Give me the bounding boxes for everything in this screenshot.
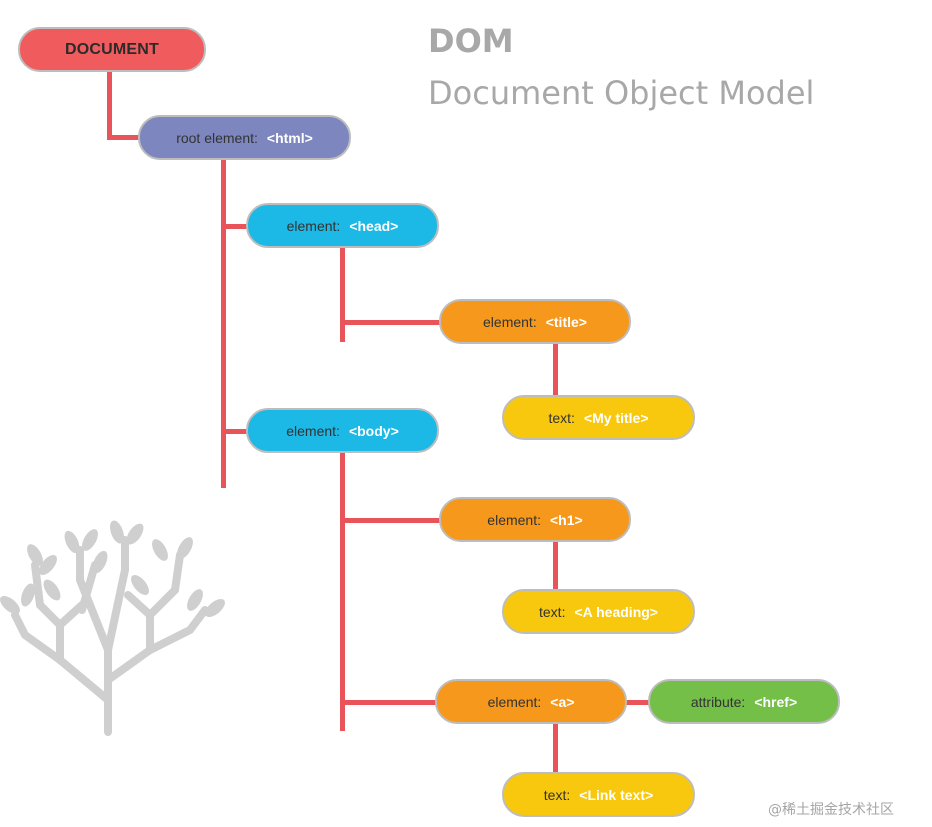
connector-head-title (340, 320, 442, 325)
node-a-text-tag: <Link text> (579, 786, 654, 803)
node-a-label: element: (487, 693, 542, 710)
node-a-text: text: <Link text> (502, 772, 695, 817)
connector-body-h1 (340, 518, 442, 523)
connector-head-trunk (340, 246, 345, 342)
connector-a-text (553, 724, 558, 774)
node-head-tag: <head> (349, 217, 399, 234)
node-body-label: element: (286, 422, 340, 439)
node-h1-label: element: (487, 511, 541, 528)
node-title-text-tag: <My title> (583, 409, 649, 426)
node-h1-tag: <h1> (550, 511, 583, 528)
connector-root-body (221, 429, 249, 434)
node-h1-text: text: <A heading> (502, 589, 695, 634)
diagram-subtitle: Document Object Model (428, 74, 815, 112)
node-h1: element: <h1> (439, 497, 631, 542)
diagram-title: DOM (428, 22, 514, 60)
node-root-html: root element: <html> (138, 115, 351, 160)
connector-body-a (340, 700, 438, 705)
node-h1-text-tag: <A heading> (574, 603, 658, 620)
connector-body-trunk (340, 451, 345, 731)
node-document-label: DOCUMENT (64, 40, 160, 58)
node-a-attribute-label: attribute: (690, 693, 746, 710)
tree-icon (0, 520, 225, 736)
node-root-html-tag: <html> (266, 129, 313, 146)
connector-h1-text (553, 542, 558, 590)
node-root-html-label: root element: (176, 129, 258, 146)
node-a: element: <a> (435, 679, 627, 724)
node-title-text: text: <My title> (502, 395, 695, 440)
node-title-tag: <title> (545, 313, 587, 330)
connector-document-root (107, 70, 112, 140)
node-title-label: element: (483, 313, 537, 330)
connector-a-attribute (624, 700, 652, 705)
connector-document-root (107, 135, 142, 140)
node-a-text-label: text: (543, 786, 571, 803)
node-title: element: <title> (439, 299, 631, 344)
connector-root-head (221, 224, 249, 229)
node-body-tag: <body> (348, 422, 399, 439)
node-a-tag: <a> (550, 693, 575, 710)
node-title-text-label: text: (548, 409, 575, 426)
node-a-attribute-tag: <href> (754, 693, 798, 710)
node-body: element: <body> (246, 408, 439, 453)
node-a-attribute: attribute: <href> (648, 679, 840, 724)
watermark: @稀土掘金技术社区 (768, 802, 894, 818)
node-h1-text-label: text: (539, 603, 566, 620)
node-document: DOCUMENT (18, 27, 206, 72)
node-head-label: element: (286, 217, 341, 234)
connector-title-text (553, 344, 558, 396)
node-head: element: <head> (246, 203, 439, 248)
connector-root-trunk (221, 158, 226, 488)
